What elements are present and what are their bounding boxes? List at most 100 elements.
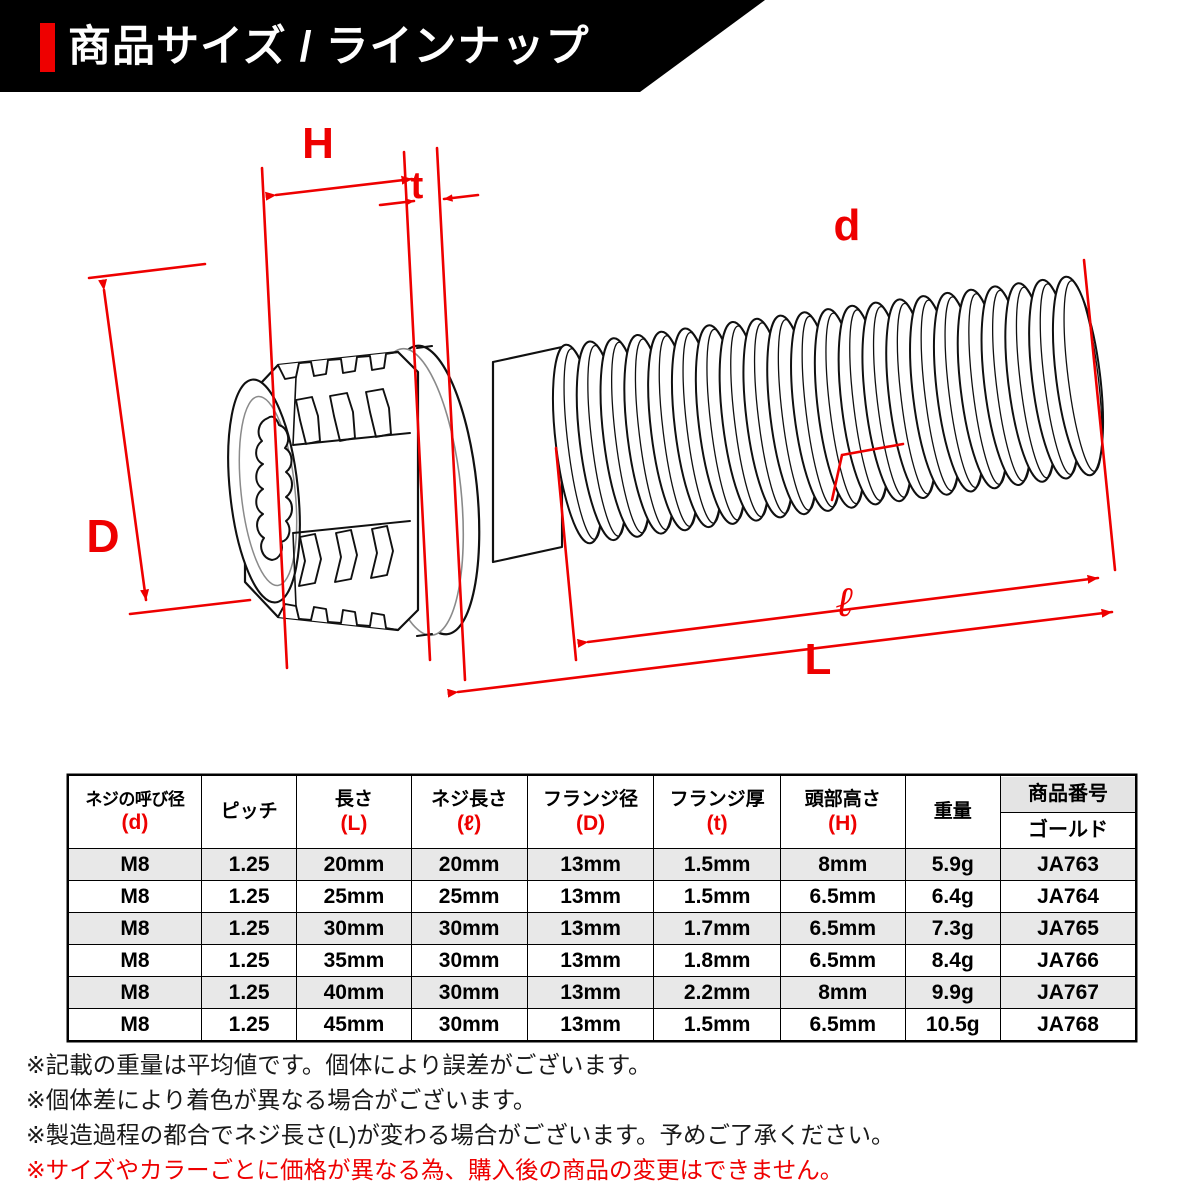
cell-H: 6.5mm	[779, 1008, 906, 1041]
cell-d: M8	[68, 880, 202, 913]
bolt-dimension-diagram: H t D d ℓ L	[0, 100, 1200, 760]
specification-table-container: ネジの呼び径 (d) ピッチ 長さ (L) ネジ長さ (ℓ) フランジ径 (D)	[68, 775, 1136, 1041]
cell-D: 13mm	[526, 912, 655, 945]
label-d: d	[834, 201, 861, 250]
footnote: ※個体差により着色が異なる場合がございます。	[26, 1087, 537, 1113]
cell-L: 45mm	[296, 1008, 412, 1041]
cell-L: 20mm	[296, 848, 412, 881]
cell-H: 6.5mm	[779, 944, 906, 977]
footnote: ※記載の重量は平均値です。個体により誤差がございます。	[26, 1052, 652, 1078]
label-thread-length: ℓ	[836, 580, 854, 626]
color-variant-label: ゴールド	[1001, 812, 1135, 848]
cell-weight: 6.4g	[904, 880, 1002, 913]
ext-line-head-right	[402, 150, 432, 662]
label-D: D	[86, 510, 119, 562]
col-header-label: 頭部高さ	[804, 788, 881, 810]
cell-part: JA768	[1000, 1008, 1136, 1041]
label-H: H	[302, 119, 334, 168]
col-header-part-number: 商品番号 ゴールド	[1000, 775, 1136, 849]
dimension-labels: H t D d ℓ L	[86, 119, 860, 684]
cell-L: 40mm	[296, 976, 412, 1009]
ext-line-D-bottom	[128, 598, 252, 616]
cell-weight: 9.9g	[904, 976, 1002, 1009]
specification-table: ネジの呼び径 (d) ピッチ 長さ (L) ネジ長さ (ℓ) フランジ径 (D)	[68, 775, 1136, 1041]
cell-D: 13mm	[526, 976, 655, 1009]
col-header-thread-length: ネジ長さ (ℓ)	[410, 775, 528, 849]
cell-pitch: 1.25	[200, 880, 298, 913]
cell-l: 30mm	[410, 944, 528, 977]
dimension-line-t-left	[378, 198, 416, 207]
bolt-drawing-svg: H t D d ℓ L	[86, 119, 1117, 698]
cell-t: 1.5mm	[653, 848, 781, 881]
dimension-line-H	[265, 175, 414, 201]
cell-D: 13mm	[526, 880, 655, 913]
cell-part: JA766	[1000, 944, 1136, 977]
ext-line-D-top	[87, 262, 207, 280]
col-header-label: フランジ厚	[669, 788, 765, 810]
spline-head	[227, 350, 420, 632]
cell-L: 25mm	[296, 880, 412, 913]
cell-l: 25mm	[410, 880, 528, 913]
cell-part: JA764	[1000, 880, 1136, 913]
label-L: L	[805, 635, 832, 684]
cell-weight: 5.9g	[904, 848, 1002, 881]
cell-pitch: 1.25	[200, 1008, 298, 1041]
dimension-annotations	[87, 146, 1117, 698]
cell-H: 8mm	[779, 976, 906, 1009]
header-accent-bar	[40, 23, 55, 72]
thread-turns	[551, 275, 1105, 545]
cell-weight: 7.3g	[904, 912, 1002, 945]
dimension-line-D	[98, 278, 150, 602]
dimension-line-t-right	[442, 193, 480, 202]
cell-part: JA765	[1000, 912, 1136, 945]
cell-d: M8	[68, 912, 202, 945]
col-header-label: フランジ径	[543, 788, 639, 810]
cell-l: 30mm	[410, 1008, 528, 1041]
thread-crest	[1063, 280, 1103, 472]
cell-H: 6.5mm	[779, 912, 906, 945]
col-header-weight: 重量	[904, 775, 1002, 849]
banner-background-shape	[0, 0, 765, 92]
dimension-line-L	[447, 608, 1114, 698]
footnote: ※製造過程の都合でネジ長さ(L)が変わる場合がございます。予めご了承ください。	[26, 1122, 895, 1148]
cell-weight: 8.4g	[904, 944, 1002, 977]
col-header-symbol: (H)	[828, 811, 858, 835]
col-header-head-height: 頭部高さ (H)	[779, 775, 906, 849]
cell-D: 13mm	[526, 944, 655, 977]
footnote-alert: ※サイズやカラーごとに価格が異なる為、購入後の商品の変更はできません。	[26, 1157, 844, 1183]
col-header-pitch: ピッチ	[200, 775, 298, 849]
cell-H: 6.5mm	[779, 880, 906, 913]
cell-l: 20mm	[410, 848, 528, 881]
cell-L: 35mm	[296, 944, 412, 977]
col-header-symbol: (d)	[121, 810, 149, 834]
cell-L: 30mm	[296, 912, 412, 945]
cell-D: 13mm	[526, 1008, 655, 1041]
cell-D: 13mm	[526, 848, 655, 881]
col-header-label: ネジ長さ	[431, 788, 508, 810]
col-header-symbol: (D)	[575, 811, 606, 835]
ext-line-flange-right	[435, 146, 467, 682]
cell-d: M8	[68, 976, 202, 1009]
label-t: t	[411, 165, 424, 207]
cell-t: 1.8mm	[653, 944, 781, 977]
cell-d: M8	[68, 848, 202, 881]
footnotes-block: ※記載の重量は平均値です。個体により誤差がございます。 ※個体差により着色が異なる…	[26, 1048, 1186, 1188]
col-header-length: 長さ (L)	[296, 775, 412, 849]
col-header-symbol: (t)	[706, 811, 728, 835]
cell-part: JA767	[1000, 976, 1136, 1009]
cell-d: M8	[68, 1008, 202, 1041]
cell-part: JA763	[1000, 848, 1136, 881]
cell-t: 2.2mm	[653, 976, 781, 1009]
cell-t: 1.5mm	[653, 1008, 781, 1041]
page-title: 商品サイズ / ラインナップ	[68, 23, 590, 71]
cell-pitch: 1.25	[200, 976, 298, 1009]
cell-pitch: 1.25	[200, 912, 298, 945]
col-header-label: ネジの呼び径	[85, 789, 185, 809]
page-header-banner: 商品サイズ / ラインナップ	[0, 0, 1200, 92]
